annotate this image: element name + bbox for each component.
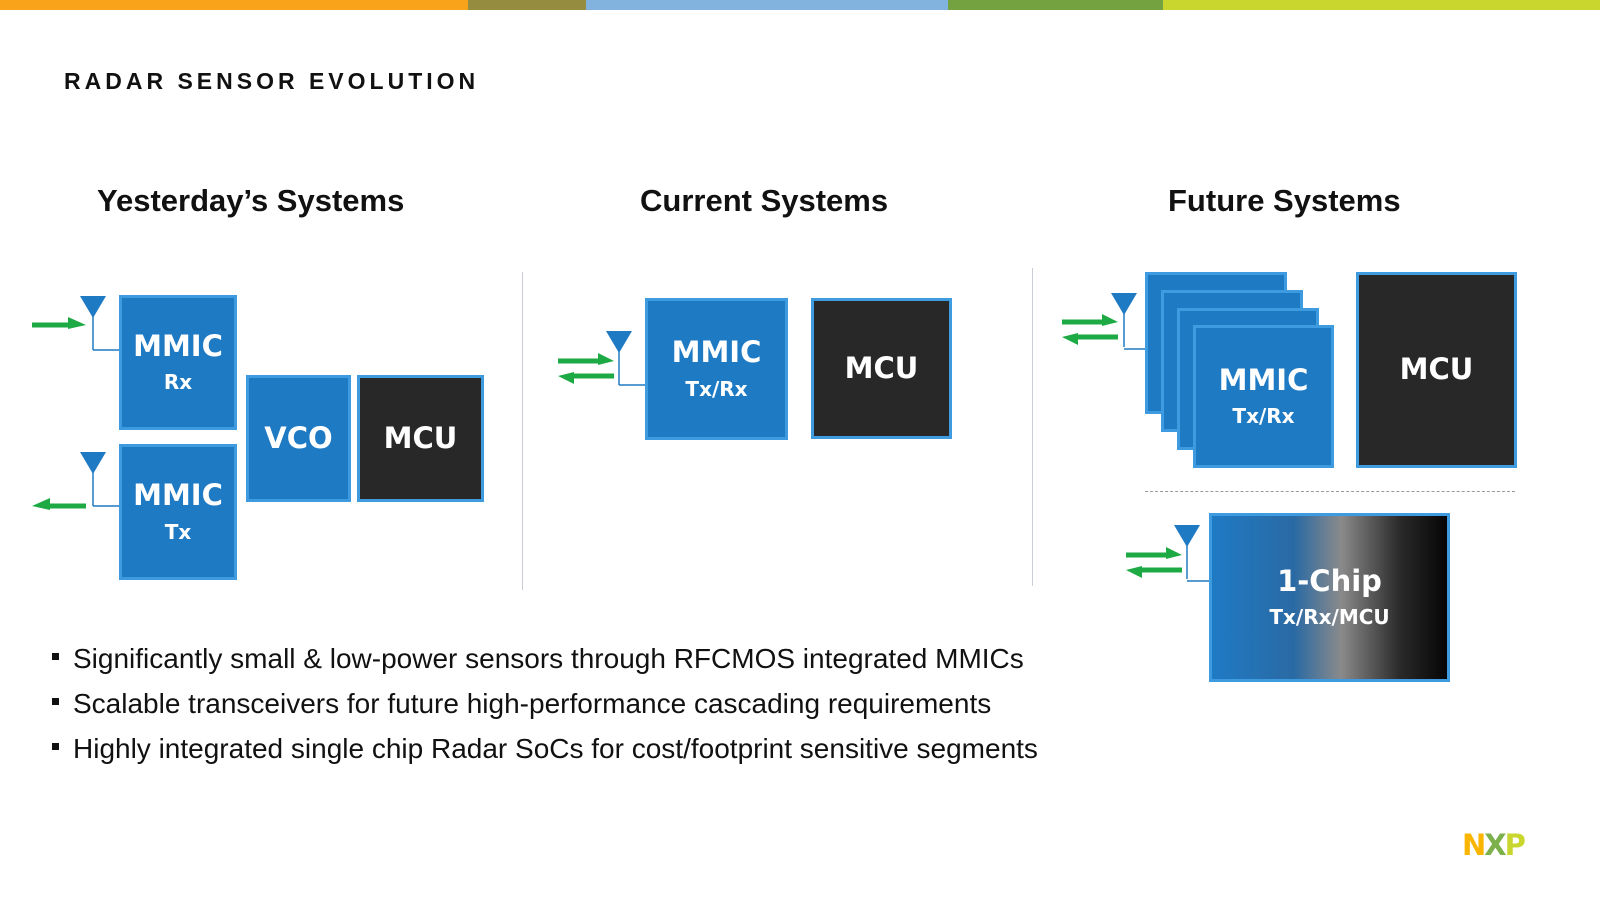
mmic-txrx-block-current: MMIC Tx/Rx (645, 298, 788, 440)
antenna-icon-tx (79, 451, 120, 507)
nxp-logo: NXP (1462, 828, 1526, 862)
mcu-block-yesterday: MCU (357, 375, 484, 502)
bullet-item: Scalable transceivers for future high-pe… (52, 681, 1038, 726)
mmic-sublabel-future: Tx/Rx (1232, 404, 1295, 429)
bullet-item: Highly integrated single chip Radar SoCs… (52, 726, 1038, 771)
bidirectional-arrow-icon-one-chip (1126, 547, 1182, 578)
top-bar-segment-orange (0, 0, 468, 10)
mcu-block-current: MCU (811, 298, 952, 439)
bullet-square-icon (52, 698, 59, 706)
logo-letter-p: P (1504, 828, 1526, 862)
section-title-yesterday: Yesterday’s Systems (97, 183, 405, 218)
page-title: RADAR SENSOR EVOLUTION (64, 68, 480, 94)
mmic-txrx-block-future: MMIC Tx/Rx (1193, 325, 1334, 468)
mmic-label-current: MMIC (671, 335, 762, 370)
mcu-label-current: MCU (844, 350, 919, 385)
top-bar-segment-blue (586, 0, 948, 10)
column-divider-1 (522, 272, 523, 590)
mmic-sublabel-current: Tx/Rx (685, 376, 748, 401)
bidirectional-arrow-icon-future (1062, 314, 1118, 345)
mmic-tx-block: MMIC Tx (119, 444, 237, 580)
mmic-tx-sublabel: Tx (164, 519, 192, 544)
arrow-left-icon (32, 498, 86, 510)
future-divider-dashed (1145, 491, 1515, 492)
bullet-square-icon (52, 653, 59, 661)
antenna-icon-rx (79, 295, 120, 351)
bullet-text: Significantly small & low-power sensors … (73, 643, 1024, 674)
bullet-item: Significantly small & low-power sensors … (52, 636, 1038, 681)
antenna-icon-one-chip (1173, 524, 1210, 582)
mcu-label-future: MCU (1399, 352, 1474, 387)
mmic-rx-label: MMIC (133, 328, 223, 363)
vco-block: VCO (246, 375, 351, 502)
mcu-label-yesterday: MCU (383, 420, 458, 455)
column-divider-2 (1032, 268, 1033, 586)
bullet-text: Highly integrated single chip Radar SoCs… (73, 733, 1038, 764)
vco-label: VCO (264, 420, 333, 455)
antenna-icon-current (605, 330, 646, 386)
mmic-rx-sublabel: Rx (163, 370, 193, 395)
bullet-text: Scalable transceivers for future high-pe… (73, 688, 992, 719)
section-title-current: Current Systems (640, 183, 889, 218)
mcu-block-future: MCU (1356, 272, 1517, 468)
top-bar-segment-green (948, 0, 1163, 10)
section-title-future: Future Systems (1168, 183, 1401, 218)
logo-letter-n: N (1462, 828, 1486, 862)
top-bar-segment-olive (468, 0, 586, 10)
arrow-right-icon (32, 317, 86, 329)
mmic-rx-block: MMIC Rx (119, 295, 237, 430)
antenna-icon-future (1110, 292, 1146, 350)
one-chip-label: 1-Chip (1277, 563, 1382, 598)
bullet-list: Significantly small & low-power sensors … (52, 636, 1038, 771)
mmic-label-future: MMIC (1218, 362, 1309, 397)
bidirectional-arrow-icon-current (558, 353, 614, 384)
one-chip-sublabel: Tx/Rx/MCU (1269, 605, 1390, 630)
one-chip-block: 1-Chip Tx/Rx/MCU (1209, 513, 1450, 682)
logo-letter-x: X (1484, 828, 1506, 862)
bullet-square-icon (52, 743, 59, 751)
mmic-tx-label: MMIC (133, 478, 223, 513)
top-bar-segment-lime (1163, 0, 1600, 10)
